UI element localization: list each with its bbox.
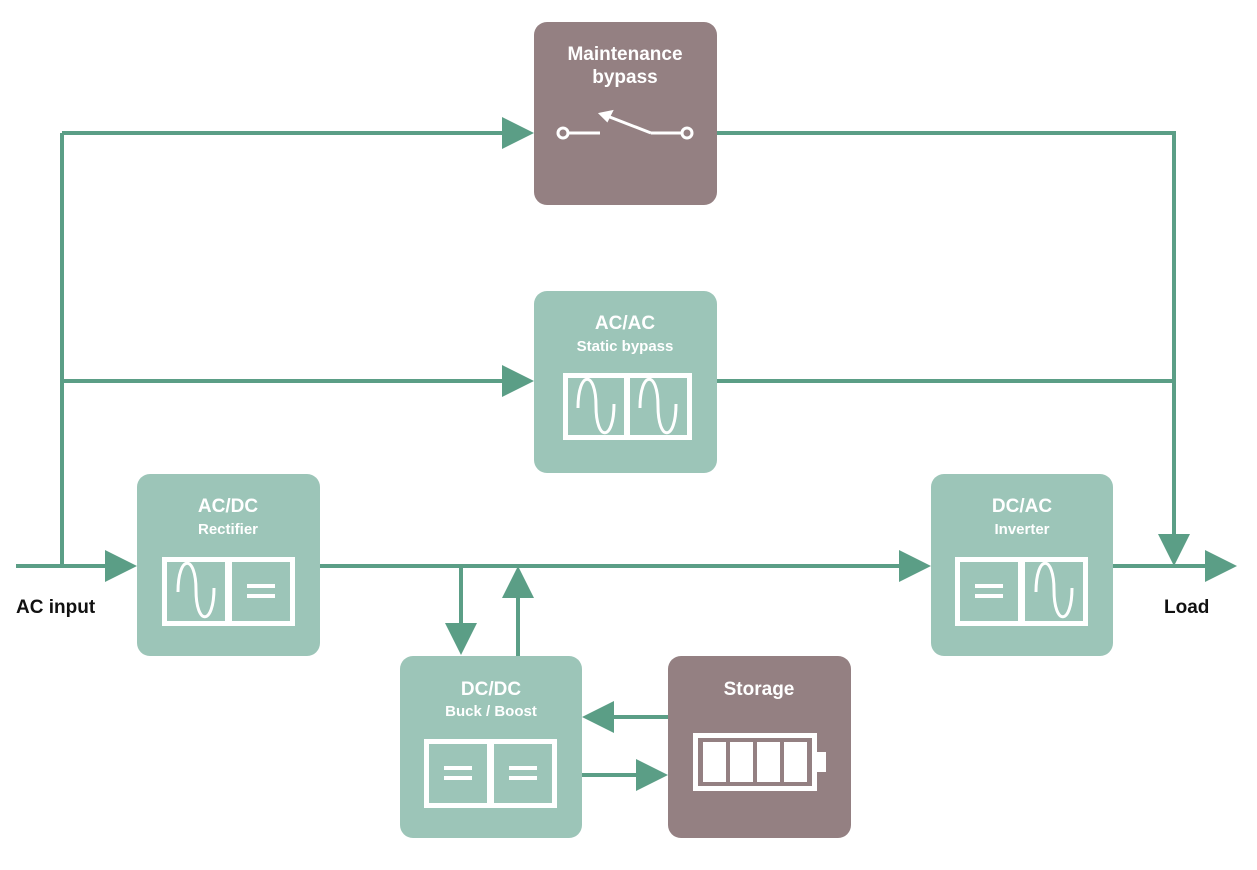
storage-block: Storage	[668, 656, 851, 838]
dc-dc-icon	[424, 739, 557, 808]
sine-sine-icon	[563, 373, 692, 440]
switch-icon	[556, 109, 694, 140]
inverter-subtitle: Inverter	[994, 521, 1049, 538]
dcdc-block: DC/DC Buck / Boost	[400, 656, 582, 838]
ac-input-label: AC input	[16, 597, 96, 618]
maintenance-out-line	[717, 131, 1190, 566]
battery-icon	[693, 733, 826, 791]
static-bypass-title: AC/AC	[595, 313, 655, 334]
inverter-block: DC/AC Inverter	[931, 474, 1113, 656]
inverter-title: DC/AC	[992, 496, 1052, 517]
dcdc-title: DC/DC	[461, 679, 521, 700]
dcdc-subtitle: Buck / Boost	[445, 703, 537, 720]
maintenance-bypass-title-line2: bypass	[592, 67, 657, 88]
load-label: Load	[1164, 597, 1209, 618]
storage-title: Storage	[724, 679, 795, 700]
rectifier-subtitle: Rectifier	[198, 521, 258, 538]
rectifier-title: AC/DC	[198, 496, 258, 517]
dc-sine-icon	[955, 557, 1088, 626]
static-bypass-subtitle: Static bypass	[577, 338, 674, 355]
static-bypass-block: AC/AC Static bypass	[534, 291, 717, 473]
flow-lines	[16, 117, 1237, 791]
maintenance-bypass-title-line1: Maintenance	[567, 44, 682, 65]
maintenance-bypass-block: Maintenance bypass	[534, 22, 717, 205]
sine-dc-icon	[162, 557, 295, 626]
rectifier-block: AC/DC Rectifier	[137, 474, 320, 656]
